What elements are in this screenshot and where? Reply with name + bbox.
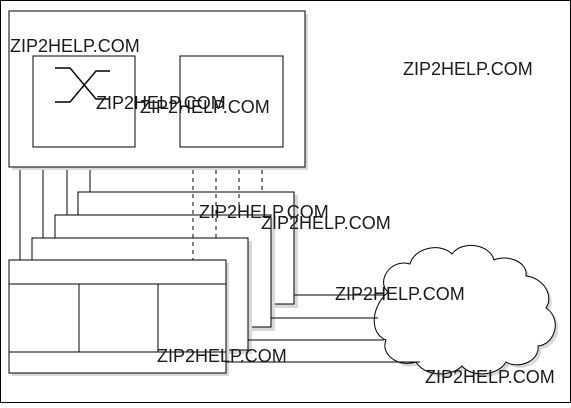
- watermark: ZIP2HELP.COM: [157, 346, 287, 366]
- watermark: ZIP2HELP.COM: [403, 59, 533, 79]
- control-bus-lines: [19, 170, 91, 260]
- network-links: [226, 294, 420, 363]
- data-bus-lines: [192, 170, 263, 260]
- processor-box: [179, 55, 284, 148]
- watermark: ZIP2HELP.COM: [261, 213, 391, 233]
- watermark: ZIP2HELP.COM: [335, 284, 465, 304]
- watermark: ZIP2HELP.COM: [96, 93, 226, 113]
- switch-box: [32, 55, 136, 148]
- watermark: ZIP2HELP.COM: [10, 36, 140, 56]
- watermark: ZIP2HELP.COM: [140, 97, 270, 117]
- watermark-layer: ZIP2HELP.COM ZIP2HELP.COM ZIP2HELP.COM Z…: [10, 36, 555, 387]
- card-stack: [8, 191, 298, 376]
- watermark: ZIP2HELP.COM: [199, 202, 329, 222]
- cloud-icon: [373, 245, 556, 375]
- switch-icon: [55, 67, 110, 103]
- watermark: ZIP2HELP.COM: [425, 367, 555, 387]
- card-front: [8, 259, 227, 374]
